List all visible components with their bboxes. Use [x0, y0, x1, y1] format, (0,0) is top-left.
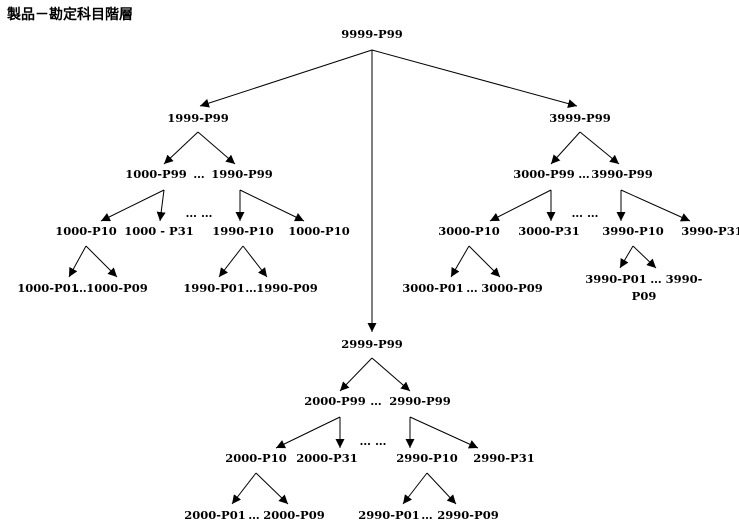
- node-n1990p10: 1990-P10: [212, 224, 273, 238]
- hierarchy-arrow: [218, 245, 244, 278]
- hierarchy-arrow: [450, 245, 470, 278]
- hierarchy-arrow: [68, 245, 87, 278]
- node-n2000p09: 2000-P09: [263, 508, 324, 522]
- node-n3000p99: 3000-P99: [513, 167, 574, 181]
- hierarchy-arrow: [199, 49, 373, 108]
- node-n2000p10: 2000-P10: [225, 451, 286, 465]
- hierarchy-arrow: [426, 472, 457, 505]
- hierarchy-edges: [68, 49, 691, 505]
- node-n3000p01: 3000-P01: [402, 281, 463, 295]
- node-n3000p10: 3000-P10: [438, 224, 499, 238]
- hierarchy-arrow: [242, 245, 268, 278]
- node-n2990p10: 2990-P10: [396, 451, 457, 465]
- hierarchy-arrow: [85, 245, 118, 278]
- node-n3000p09: 3000-P09: [481, 281, 542, 295]
- hierarchy-arrow: [339, 357, 373, 392]
- node-root: 9999-P99: [341, 27, 402, 41]
- diagram-title: 製品－勘定科目階層: [6, 6, 133, 23]
- hierarchy-arrow: [468, 245, 501, 278]
- ellipsis-gap: …: [421, 508, 433, 522]
- node-n2000p31: 2000-P31: [296, 451, 357, 465]
- hierarchy-arrow: [163, 131, 199, 165]
- ellipsis-gap: …: [578, 167, 590, 181]
- ellipsis-gap: …: [193, 167, 205, 181]
- node-n1990p01: 1990-P01: [183, 281, 244, 295]
- node-n1000p99: 1000-P99: [125, 167, 186, 181]
- ellipsis-gap: …: [370, 394, 382, 408]
- node-n2999: 2999-P99: [341, 337, 402, 351]
- hierarchy-arrow: [275, 416, 341, 449]
- hierarchy-arrow: [550, 131, 581, 165]
- ellipsis-gap: …: [650, 272, 662, 286]
- node-n3990p09_b: P09: [632, 289, 657, 303]
- node-n1990p09: 1990-P09: [256, 281, 317, 295]
- ellipsis-gap: … …: [571, 206, 598, 220]
- hierarchy-arrow: [579, 131, 620, 165]
- node-n2990p31: 2990-P31: [473, 451, 534, 465]
- node-n3990p01: 3990-P01: [585, 272, 646, 286]
- node-n1999: 1999-P99: [167, 111, 228, 125]
- node-n1000p10a: 1000-P10: [55, 224, 116, 238]
- node-n2000p01: 2000-P01: [184, 508, 245, 522]
- node-n3990p09_a: 3990-: [666, 272, 703, 286]
- hierarchy-arrow: [620, 189, 691, 222]
- node-n2990p09: 2990-P09: [437, 508, 498, 522]
- node-n1000p10b: 1000-P10: [288, 224, 349, 238]
- hierarchy-arrow: [255, 472, 289, 505]
- node-n1000p09: 1000-P09: [86, 281, 147, 295]
- hierarchy-arrow: [371, 357, 411, 392]
- ellipsis-gap: …: [248, 508, 260, 522]
- hierarchy-arrow: [371, 49, 578, 108]
- node-n3990p10: 3990-P10: [602, 224, 663, 238]
- node-n2000p99: 2000-P99: [304, 394, 365, 408]
- node-n3990p99: 3990-P99: [591, 167, 652, 181]
- node-n3990p31: 3990-P31: [681, 224, 739, 238]
- hierarchy-arrow: [402, 472, 428, 505]
- hierarchy-labels: 9999-P99 1999-P99 3999-P99 2999-P99 1000-P99…: [17, 27, 739, 522]
- node-n3000p31: 3000-P31: [518, 224, 579, 238]
- hierarchy-arrow: [632, 245, 657, 269]
- hierarchy-arrow: [231, 472, 257, 505]
- hierarchy-arrow: [239, 189, 305, 222]
- node-n2990p99: 2990-P99: [389, 394, 450, 408]
- node-n1990p99: 1990-P99: [211, 167, 272, 181]
- hierarchy-arrow: [156, 189, 166, 222]
- ellipsis-gap: …: [75, 281, 87, 295]
- hierarchy-arrow: [197, 131, 236, 165]
- hierarchy-arrow: [409, 416, 479, 449]
- ellipsis-gap: …: [466, 281, 478, 295]
- ellipsis-gap: … …: [359, 434, 386, 448]
- hierarchy-arrow: [489, 189, 552, 222]
- hierarchy-arrow: [100, 189, 165, 222]
- node-n1000p01: 1000-P01: [17, 281, 78, 295]
- ellipsis-gap: …: [245, 281, 257, 295]
- node-n1000p31: 1000 - P31: [124, 224, 193, 238]
- node-n3999: 3999-P99: [549, 111, 610, 125]
- hierarchy-arrow: [619, 245, 634, 269]
- node-n2990p01: 2990-P01: [358, 508, 419, 522]
- ellipsis-gap: … …: [185, 206, 212, 220]
